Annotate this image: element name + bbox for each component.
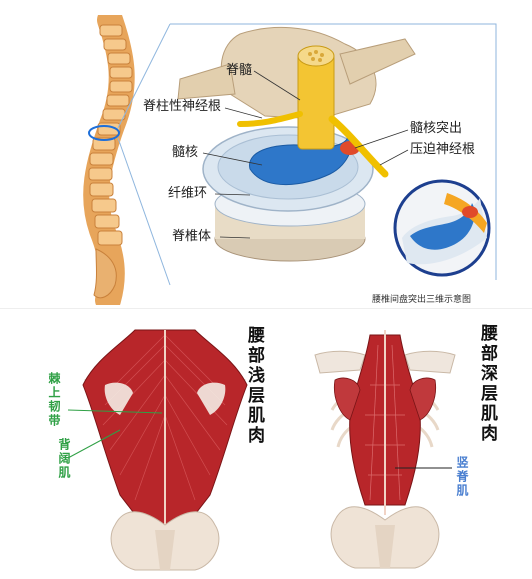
panel-divider [0,308,532,309]
herniation-magnified-inset [393,179,491,277]
bottom-panel: 棘上韧带 背阔肌 腰部浅层肌肉 腰部深层肌肉 竖脊肌 [0,310,532,579]
label-supraspinous-ligament: 棘上韧带 [47,372,61,428]
leader-lines-top [202,70,409,239]
label-nucleus: 髓核 [172,145,199,160]
label-latissimus-dorsi: 背阔肌 [57,438,71,480]
label-compressed-nerve: 压迫神经根 [410,142,476,157]
title-deep-muscles: 腰部深层肌肉 [477,324,497,444]
superficial-muscle-illustration [82,329,248,571]
label-vertebral-body: 脊椎体 [172,229,212,244]
top-caption: 腰椎间盘突出三维示意图 [372,295,472,305]
deep-muscle-illustration [314,330,456,569]
top-panel: 脊髓 脊柱性神经根 髓核突出 压迫神经根 髓核 纤维环 脊椎体 腰椎间盘突出三维… [83,15,497,305]
title-superficial-muscles: 腰部浅层肌肉 [244,326,264,446]
zoom-connector-lines [117,23,497,286]
leader-lines-bottom [67,409,452,469]
label-nerve-root: 脊柱性神经根 [143,99,222,114]
label-annulus: 纤维环 [168,186,208,201]
spine-side-illustration [83,15,135,305]
vertebra-disc-illustration [177,27,416,262]
label-spinal-cord: 脊髓 [226,63,253,78]
label-erector-spinae: 竖脊肌 [455,456,469,498]
label-disc-herniation: 髓核突出 [410,121,463,136]
